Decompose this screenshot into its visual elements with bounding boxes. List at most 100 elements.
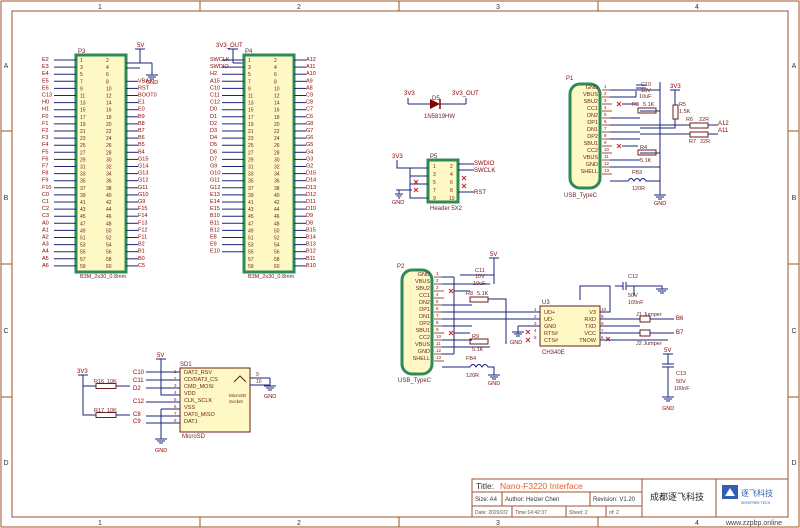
- p1-pin-num-7: 8: [604, 133, 607, 138]
- p4-pin-14: 14: [274, 101, 280, 107]
- p2-ref: P2: [397, 264, 405, 270]
- p4-net-right-29: B10: [306, 263, 316, 269]
- p4-right-net-labels: A12A11A10A9A8C9C8C7C6G8G7G6G5G4G3G2D15D1…: [294, 57, 316, 269]
- d5-out-label: 3V3_OUT: [452, 91, 479, 97]
- p5-ref: P5: [430, 154, 438, 160]
- p4-pin-25: 25: [248, 143, 254, 149]
- sd1-r16-ref: R16: [94, 379, 104, 385]
- p3-pin-57: 57: [80, 257, 86, 263]
- p3-pin-20: 20: [106, 122, 112, 128]
- sd1-ref: SD1: [180, 362, 192, 368]
- row-label-d-left: D: [3, 460, 8, 467]
- p3-pin-36: 36: [106, 179, 112, 185]
- p1-pin-num-4: 5: [604, 112, 607, 117]
- p2-pin-name-0: GND: [418, 272, 430, 278]
- u3-right-num-4: 6: [601, 335, 604, 340]
- u3-left-num-0: 1: [534, 307, 537, 312]
- u3-c12-ref: C12: [628, 274, 638, 280]
- p4-pin-13: 13: [248, 101, 254, 107]
- p2-pin-name-5: DP1: [419, 307, 430, 313]
- p3-body: [74, 53, 128, 274]
- u3-left-pin-4: CTS#: [544, 338, 559, 344]
- p2-body: [400, 268, 434, 376]
- p1-pin-num-0: 1: [604, 84, 607, 89]
- p3-net-right-25: B0: [138, 256, 145, 262]
- d5-in-label: 3V3: [404, 91, 415, 97]
- p3-net-left-15: F7: [42, 164, 48, 170]
- sd1-pin-num-5: 6: [174, 404, 177, 409]
- p2-pin-num-3: 4: [436, 292, 439, 297]
- p5-pin-2: 2: [450, 164, 453, 170]
- p4-pin-48: 48: [274, 221, 280, 227]
- date-label: Date: 2020/2/2: [475, 510, 508, 516]
- p5-pin-8: 8: [450, 188, 453, 194]
- p4-pin-23: 23: [248, 136, 254, 142]
- p4-pin-57: 57: [248, 257, 254, 263]
- p4-net-right-26: B13: [306, 242, 316, 248]
- p4-footer: B3M_2x30_0.8mm: [248, 274, 295, 280]
- p1-pin-num-9: 10: [604, 147, 610, 152]
- p3-net-left-2: E4: [42, 71, 49, 77]
- col-label-4-top: 4: [695, 4, 699, 11]
- p2-part: USB_TypeC: [398, 378, 432, 384]
- p4-net-right-25: B14: [306, 235, 316, 241]
- p4-net-left-27: E10: [210, 249, 220, 255]
- sd1-pin-num-1: 2: [174, 376, 177, 381]
- sd1-pin-name-7: DAT1: [184, 419, 198, 425]
- row-label-c-left: C: [3, 328, 8, 335]
- p4-pin-9: 9: [248, 86, 251, 92]
- p1-r3-value: 5.1K: [643, 102, 655, 108]
- p4-pin-5: 5: [248, 72, 251, 78]
- p4-pin-27: 27: [248, 150, 254, 156]
- p4-pin-2: 2: [274, 58, 277, 64]
- p4-pin-35: 35: [248, 179, 254, 185]
- p5-pin-6: 6: [450, 180, 453, 186]
- title-value: Nano-F3220 Interface: [500, 481, 583, 491]
- p3-net-left-19: C0: [42, 192, 49, 198]
- p4-power: 3V3_OUT: [216, 43, 243, 49]
- p1-pin-name-1: VBUS: [583, 92, 598, 98]
- p3-net-right-14: G12: [138, 178, 148, 184]
- p3-net-right-9: B5: [138, 142, 145, 148]
- p4-net-right-11: G6: [306, 135, 313, 141]
- p1-c10-voltage: 10V: [641, 88, 651, 94]
- p3-net-right-12: G14: [138, 164, 148, 170]
- p3-net-left-18: F10: [42, 185, 51, 191]
- row-label-a-left: A: [4, 63, 9, 70]
- u3-j2-label: J2 Jumper: [636, 341, 662, 347]
- u3-c13-value: 100nF: [674, 386, 690, 392]
- p4-pin-44: 44: [274, 207, 280, 213]
- p3-ref: P3: [78, 49, 86, 55]
- p3-net-left-4: E6: [42, 85, 49, 91]
- sd1-pin-name-6: DAT0_MISO: [184, 412, 215, 418]
- company-name: 成都逐飞科技: [650, 491, 704, 502]
- p4-pin-15: 15: [248, 108, 254, 114]
- col-label-1-bottom: 1: [98, 520, 102, 527]
- connector-p4: P4 3V3_OUT SWCLKSWDIOH2A15C10C11C12D0D1D…: [210, 43, 316, 280]
- p3-net-left-1: E3: [42, 64, 49, 70]
- p1-r5-ref: R5: [679, 102, 686, 108]
- p3-net-right-10: B4: [138, 149, 145, 155]
- p3-pin-30: 30: [106, 157, 112, 163]
- p4-pin-47: 47: [248, 221, 254, 227]
- p2-c11-value: 10uF: [473, 281, 486, 287]
- p4-net-right-13: G4: [306, 149, 313, 155]
- p4-net-left-2: H2: [210, 71, 217, 77]
- p3-pin-28: 28: [106, 150, 112, 156]
- u3-right-pin-3: VCC: [584, 331, 596, 337]
- col-label-3-top: 3: [496, 4, 500, 11]
- p4-net-right-23: D8: [306, 220, 313, 226]
- u3-right-pin-2: TXD: [585, 324, 596, 330]
- p3-pin-12: 12: [106, 94, 112, 100]
- p3-net-right-23: B2: [138, 242, 145, 248]
- p4-pin-34: 34: [274, 172, 280, 178]
- p4-net-left-11: D4: [210, 135, 217, 141]
- p3-net-right-6: B8: [138, 121, 145, 127]
- u3-gnd2: GND: [662, 406, 674, 412]
- p4-pin-37: 37: [248, 186, 254, 192]
- p4-net-right-22: D9: [306, 213, 313, 219]
- p4-pin-45: 45: [248, 214, 254, 220]
- p3-net-left-6: H0: [42, 100, 49, 106]
- p3-net-right-7: B7: [138, 128, 145, 134]
